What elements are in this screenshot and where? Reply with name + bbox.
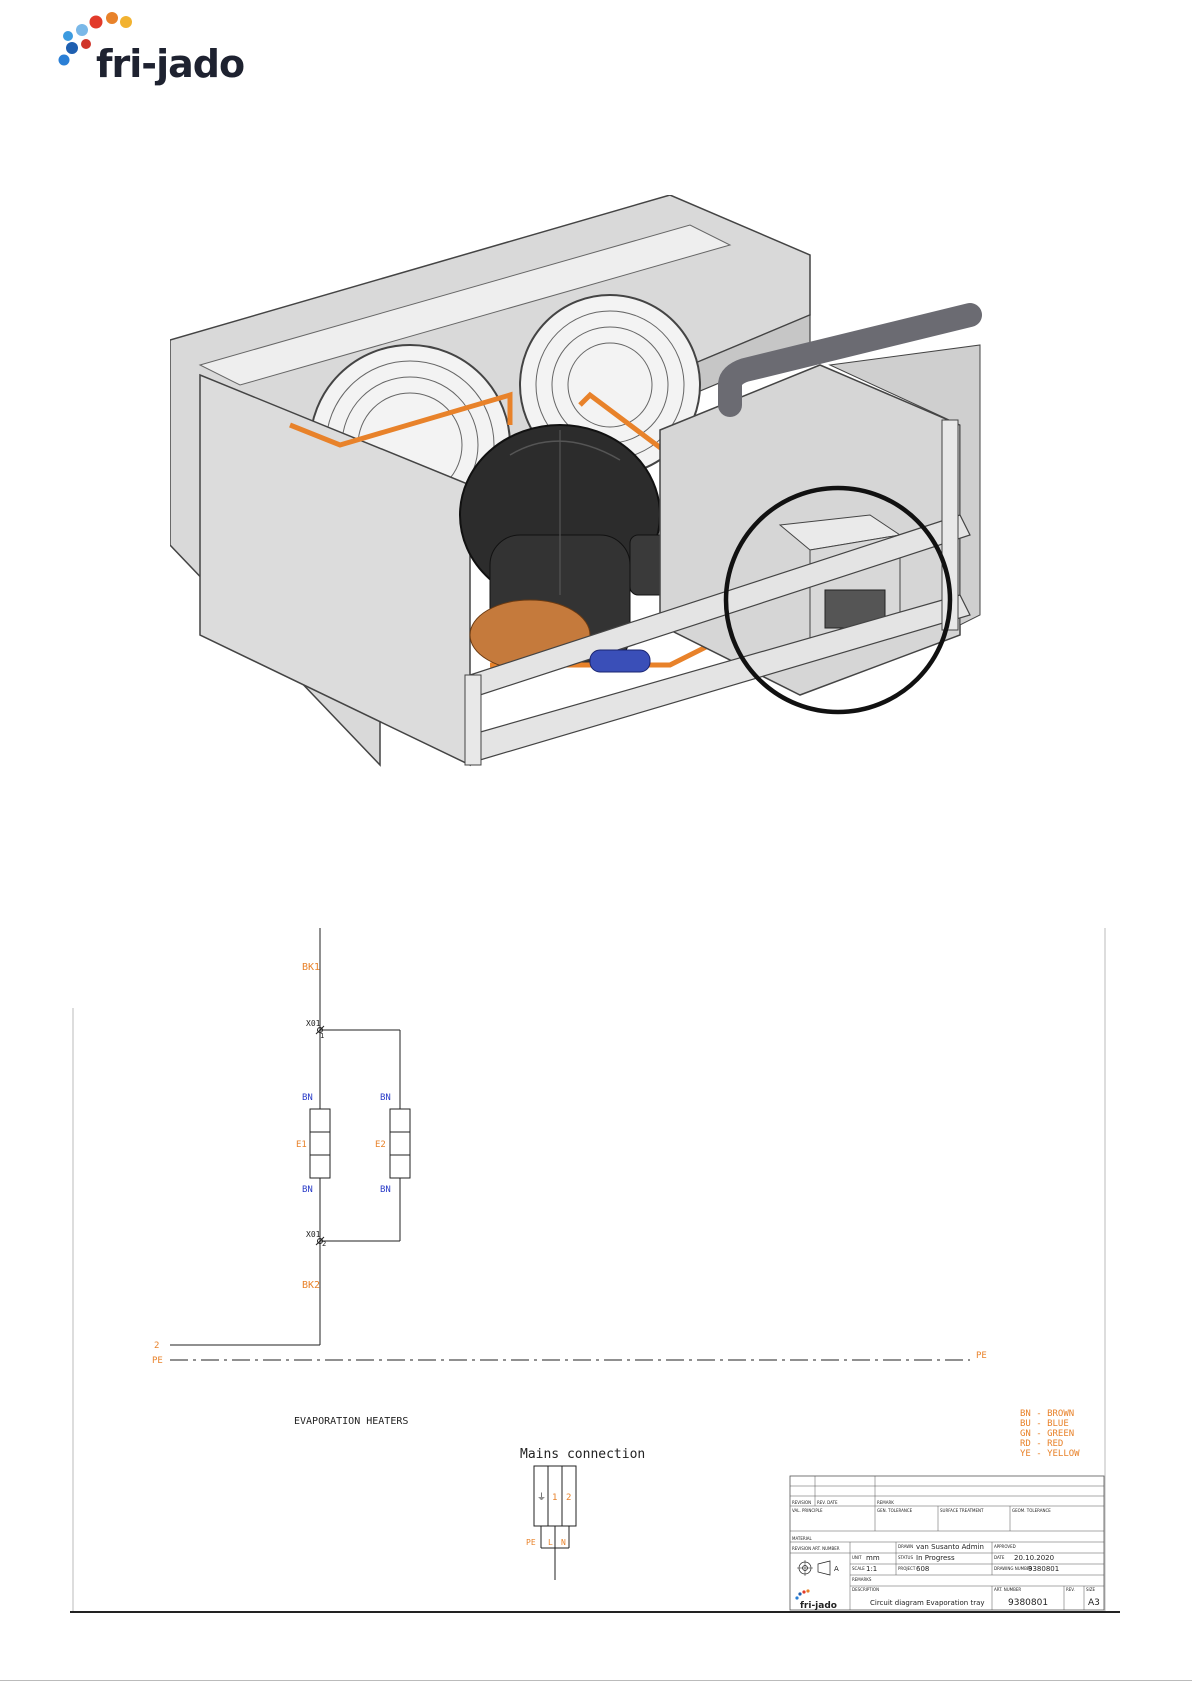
title-block: REVISION REV. DATE REMARK GEN. TOLERANCE… (789, 1475, 1105, 1611)
terminal-x01-top: X01 (306, 1019, 321, 1028)
tb-drawing-number-label: DRAWING NUMBER (994, 1566, 1032, 1571)
tb-status-label: STATUS (898, 1555, 913, 1560)
mains-connection-title: Mains connection (520, 1447, 645, 1462)
wire-label-bn-e1-bottom: BN (302, 1185, 313, 1195)
heater-label-e1: E1 (296, 1140, 307, 1150)
legend-item: RD - RED (1020, 1439, 1063, 1449)
wire-label-bn-e2-top: BN (380, 1093, 391, 1103)
page-footer-rule (0, 1680, 1192, 1686)
tb-logo-dots-icon (795, 1589, 810, 1600)
tb-status-value: In Progress (916, 1554, 955, 1562)
bus-label-pe-right: PE (976, 1351, 987, 1361)
tb-header-cell: GEOM. TOLERANCE (1012, 1508, 1051, 1513)
tb-drawing-number-value: 9380801 (1028, 1565, 1059, 1573)
tb-art-number-label: ART. NUMBER (994, 1587, 1021, 1592)
section-title: EVAPORATION HEATERS (294, 1416, 408, 1427)
tb-unit-label: UNIT (852, 1555, 862, 1560)
tb-description-label: DESCRIPTION (852, 1587, 879, 1592)
tb-scale-value: 1:1 (866, 1565, 877, 1573)
fri-jado-logo: fri-jado (52, 8, 252, 92)
legend-item: BN - BROWN (1020, 1409, 1074, 1419)
tb-header-cell: GEN. TOLERANCE (877, 1508, 913, 1513)
legend-item: YE - YELLOW (1020, 1449, 1080, 1459)
bus-label-2: 2 (154, 1341, 159, 1351)
tb-project-label: PROJECT (898, 1566, 916, 1571)
tb-approved-label: APPROVED (994, 1544, 1016, 1549)
tb-material-label: MATERIAL (792, 1536, 813, 1541)
tb-drawn-label: DRAWN (898, 1544, 913, 1549)
tb-remarks-label: REMARKS (852, 1577, 872, 1582)
tb-date-value: 20.10.2020 (1014, 1554, 1054, 1562)
evaporation-tray-illustration (170, 195, 982, 767)
tb-unit-value: mm (866, 1554, 880, 1562)
terminal-pin-2: 2 (322, 1240, 326, 1248)
tb-header-cell: SURFACE TREATMENT (940, 1508, 984, 1513)
logo-dots-icon (58, 12, 132, 66)
tb-size-value: A3 (1088, 1598, 1100, 1608)
mains-label-n: N (561, 1538, 566, 1547)
tb-rev-label: REV. (1066, 1587, 1075, 1592)
wire-label-bn-e2-bottom: BN (380, 1185, 391, 1195)
tb-scale-label: SCALE (852, 1566, 865, 1571)
mains-terminal-1: 1 (552, 1493, 557, 1503)
legend-item: BU - BLUE (1020, 1419, 1069, 1429)
tb-logo: fri-jado (800, 1601, 837, 1611)
tb-header-cell: REVISION (792, 1500, 811, 1505)
circuit-diagram: BK1 X01 1 BN E1 BN BN E2 BN X01 2 BK2 2 … (72, 928, 1106, 1611)
mains-label-l: L (548, 1538, 553, 1547)
wire-label-bk1: BK1 (302, 962, 320, 973)
tb-date-label: DATE (994, 1555, 1005, 1560)
tb-drawn-value: van Susanto Admin (916, 1543, 984, 1551)
terminal-pin-1: 1 (320, 1032, 324, 1040)
logo-wordmark: fri-jado (96, 42, 245, 86)
ground-symbol-icon: ⏚ (537, 1492, 546, 1503)
tb-header-cell: VAL. PRINCIPLE (792, 1508, 823, 1513)
tb-projection-a: A (834, 1565, 839, 1573)
bottom-rule (70, 1611, 1120, 1613)
wire-label-bk2: BK2 (302, 1280, 320, 1291)
legend-item: GN - GREEN (1020, 1429, 1074, 1439)
mains-label-pe: PE (526, 1538, 536, 1547)
tb-size-label: SIZE (1086, 1587, 1095, 1592)
terminal-x01-bottom: X01 (306, 1230, 321, 1239)
wire-label-bn-e1-top: BN (302, 1093, 313, 1103)
tb-art-number-value: 9380801 (1008, 1598, 1048, 1608)
projection-symbol-icon (797, 1560, 831, 1576)
tb-header-cell: REVISION ART. NUMBER (792, 1546, 840, 1551)
mains-terminal-2: 2 (566, 1493, 571, 1503)
tb-header-cell: REV. DATE (817, 1500, 838, 1505)
bus-label-pe-left: PE (152, 1356, 163, 1366)
tb-project-value: 608 (916, 1565, 929, 1573)
tb-description-value: Circuit diagram Evaporation tray (870, 1599, 985, 1607)
tb-header-cell: REMARK (877, 1500, 894, 1505)
heater-label-e2: E2 (375, 1140, 386, 1150)
